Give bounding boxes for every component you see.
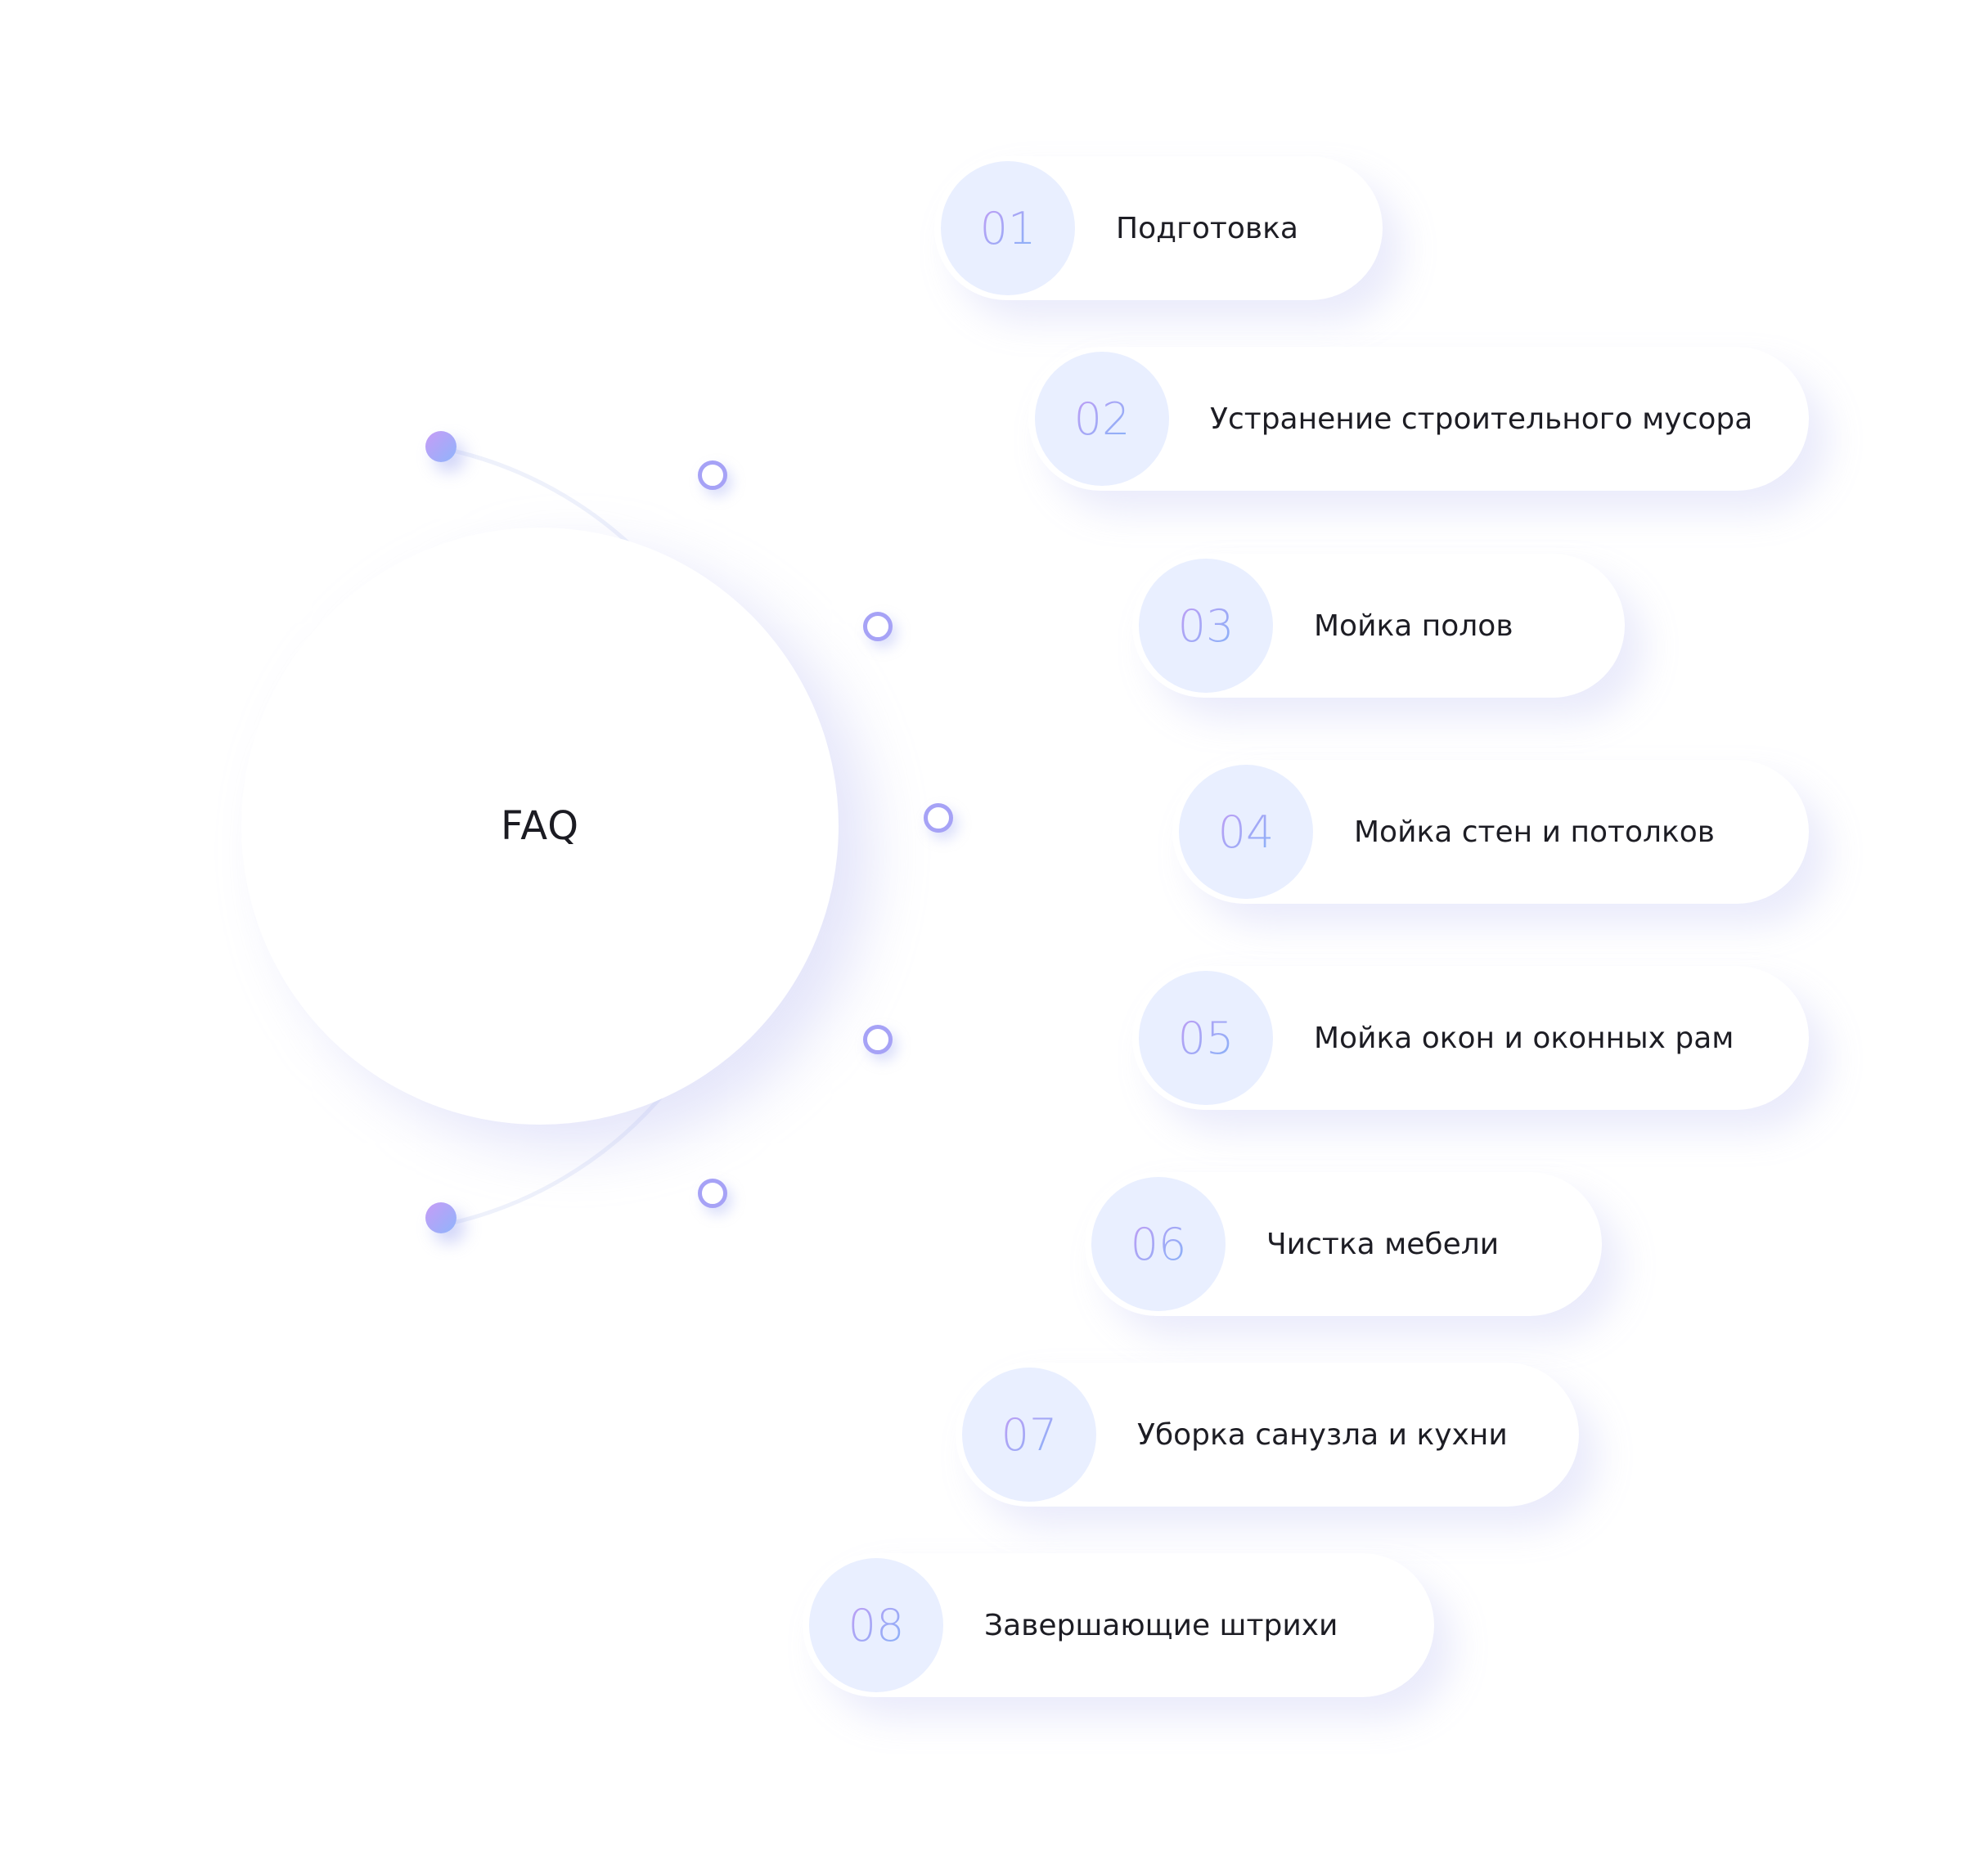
step-number: 07 [1001, 1408, 1058, 1461]
step-number: 05 [1177, 1012, 1235, 1064]
step-number-badge: 05 [1139, 971, 1273, 1105]
step-number-badge: 01 [941, 161, 1075, 295]
step-item-06[interactable]: 06 Чистка мебели [1085, 1172, 1602, 1316]
step-marker-03 [924, 803, 953, 833]
step-label: Чистка мебели [1266, 1227, 1500, 1261]
arc-end-dot-top [425, 431, 457, 462]
step-label: Завершающие штрихи [984, 1608, 1338, 1642]
step-number-badge: 02 [1035, 352, 1169, 486]
step-label: Мойка окон и оконных рам [1314, 1021, 1734, 1055]
step-item-02[interactable]: 02 Устранение строительного мусора [1028, 347, 1809, 491]
step-marker-04 [863, 1025, 893, 1054]
step-marker-01 [698, 460, 727, 490]
step-number: 08 [848, 1599, 905, 1651]
faq-center-circle[interactable]: FAQ [241, 528, 839, 1125]
step-item-01[interactable]: 01 Подготовка [934, 156, 1383, 300]
step-number-badge: 03 [1139, 559, 1273, 693]
step-item-04[interactable]: 04 Мойка стен и потолков [1172, 760, 1809, 904]
step-number-badge: 07 [962, 1368, 1096, 1502]
step-number: 06 [1130, 1218, 1187, 1270]
step-number-badge: 04 [1179, 765, 1313, 899]
step-marker-05 [698, 1179, 727, 1208]
step-number-badge: 06 [1091, 1177, 1226, 1311]
step-label: Устранение строительного мусора [1210, 402, 1753, 436]
step-item-05[interactable]: 05 Мойка окон и оконных рам [1132, 966, 1809, 1110]
step-item-07[interactable]: 07 Уборка санузла и кухни [956, 1363, 1579, 1507]
step-number: 01 [979, 202, 1037, 254]
step-label: Подготовка [1116, 211, 1298, 245]
step-marker-02 [863, 612, 893, 641]
step-item-03[interactable]: 03 Мойка полов [1132, 554, 1625, 698]
step-number: 03 [1177, 600, 1235, 652]
step-label: Мойка стен и потолков [1354, 815, 1716, 849]
step-item-08[interactable]: 08 Завершающие штрихи [803, 1553, 1434, 1697]
step-label: Мойка полов [1314, 609, 1513, 643]
step-number-badge: 08 [809, 1558, 943, 1692]
step-number: 04 [1217, 806, 1275, 858]
step-label: Уборка санузла и кухни [1137, 1417, 1508, 1452]
arc-end-dot-bottom [425, 1202, 457, 1233]
faq-title: FAQ [501, 803, 579, 849]
step-number: 02 [1073, 393, 1131, 445]
